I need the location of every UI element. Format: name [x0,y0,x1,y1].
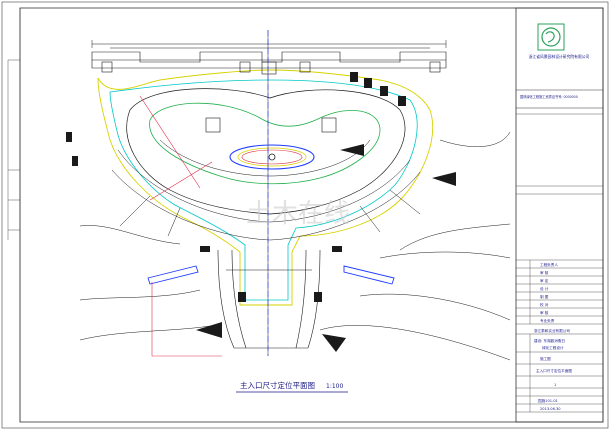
fountain-inner [241,149,303,165]
tree-symbols [66,72,456,352]
fountain-center [268,153,276,161]
company-logo [537,23,565,51]
building-frontage [91,51,447,133]
red-dimension-lines [139,95,222,357]
fountain-yellow [237,147,307,167]
fountain-outer [229,144,315,170]
signature-table [516,259,603,325]
planting-ring-black [126,88,406,215]
sig-row-5: 校 对 [540,302,549,307]
sig-row-6: 审 核 [540,310,549,315]
entrance-steps [217,249,321,349]
plaza-outline-yellow [97,69,434,306]
client-name: 浙江泰和实业有限公司 [534,328,570,333]
drawing-scale: 1:100 [326,383,343,390]
sheet-index: 1 [554,383,556,387]
dimension-top [91,30,447,356]
sig-row-3: 设 计 [540,286,549,291]
design-stage: 施工图 [540,356,551,361]
sig-row-4: 制 图 [540,294,549,299]
site-plan [66,30,511,361]
left-binding-strip [7,8,21,422]
project-line-2: 绿化工程设计 [542,345,564,350]
sig-row-0: 工程负责人 [540,262,558,267]
plaza-outline-cyan [109,79,418,301]
company-name: 浙江省风景园林设计研究院有限公司 [529,54,590,59]
sig-row-1: 审 核 [540,270,549,275]
side-ramps [147,265,395,285]
paving-arcs [111,139,421,241]
drawing-number: 园施101-01 [538,398,558,403]
right-contours [319,131,511,361]
watermark: 土木在线 [246,199,350,229]
qualification-line: 园林绿化工程施工资质证书号: 0000000 [520,94,578,99]
left-contours [79,225,211,341]
drawing-date: 2013.06.30 [540,407,561,411]
project-line-1: 建设: 东湖欧洲假日 [534,338,565,343]
drawing-title: 主入口尺寸定位平面图 [240,380,315,390]
sheet-title: 主入口尺寸定位平面图 [536,368,572,373]
sig-row-7: 专业负责 [540,318,555,323]
planting-bed-green [149,102,381,185]
title-block [515,7,604,423]
sig-row-2: 审 定 [540,278,549,283]
